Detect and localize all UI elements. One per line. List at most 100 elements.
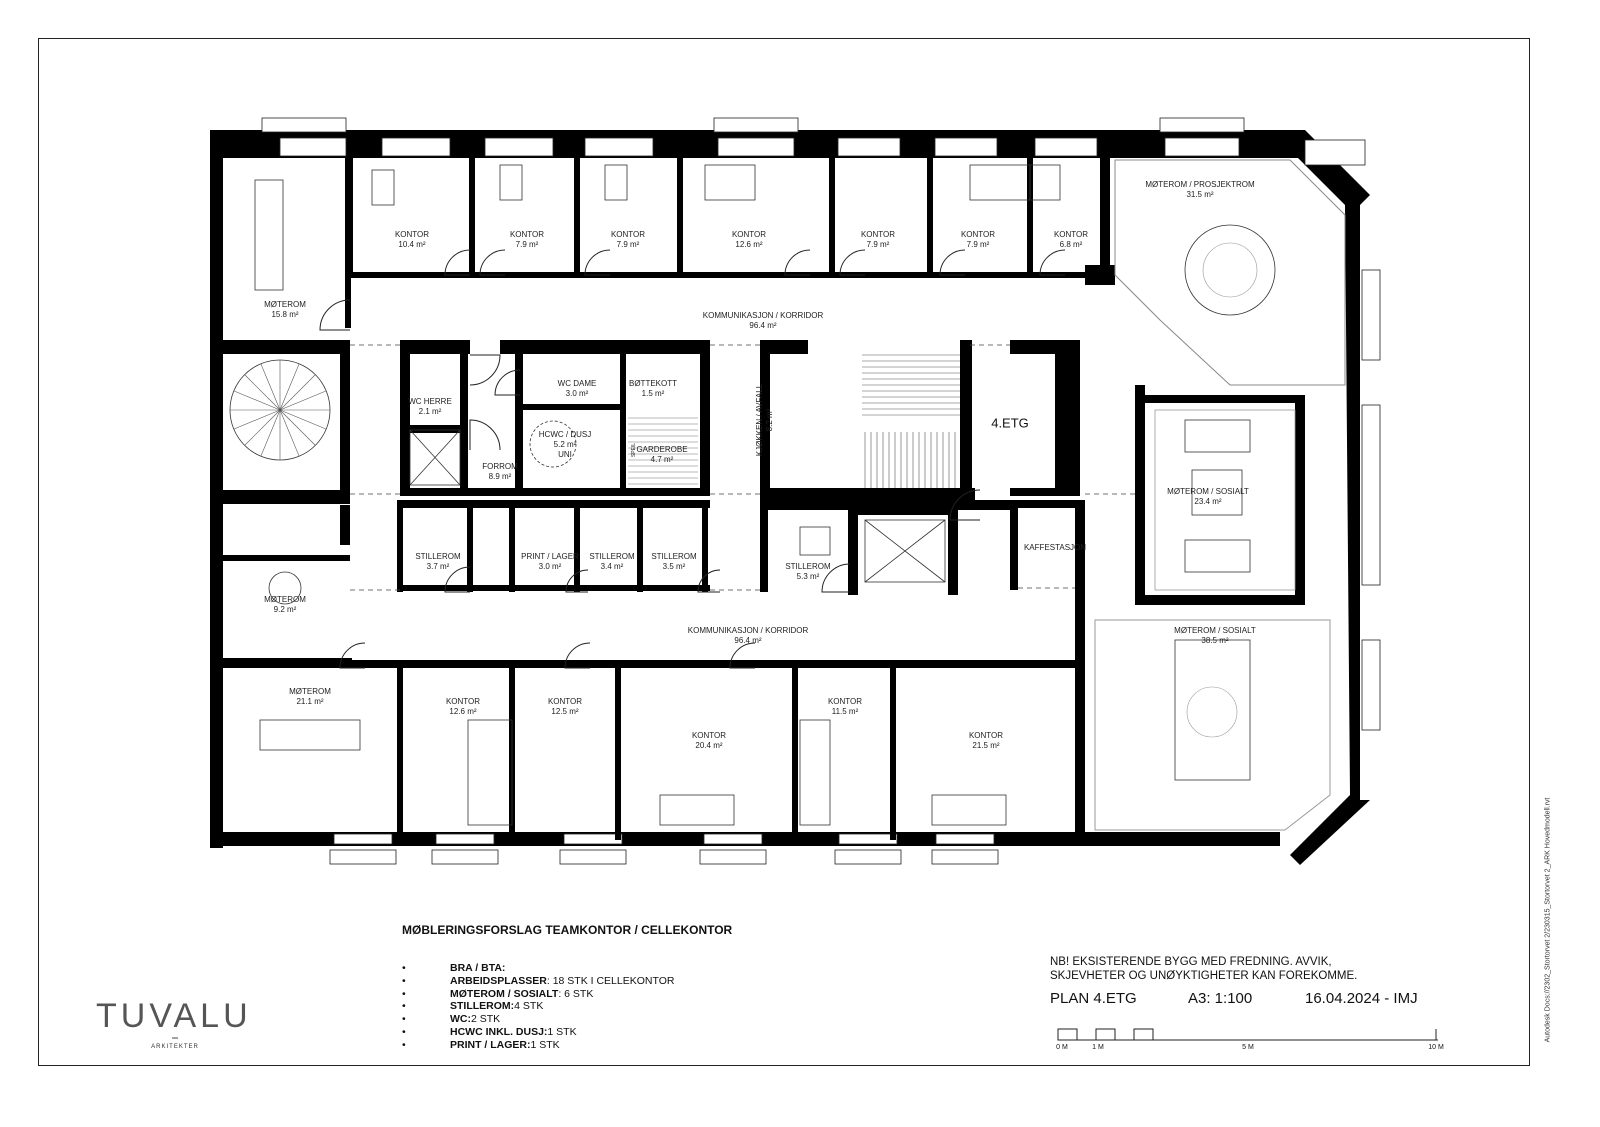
window	[1159, 117, 1245, 133]
room-area: 9.2 m²	[273, 605, 297, 614]
wall	[1080, 832, 1280, 846]
wall	[340, 505, 350, 545]
wall	[620, 354, 626, 494]
room-name: KJØKKEN / AVFALL	[755, 383, 764, 457]
door-swing	[479, 249, 506, 276]
wall	[760, 340, 770, 490]
door-swing	[697, 569, 721, 593]
shaft-cross	[409, 429, 461, 486]
wall	[1010, 500, 1018, 590]
stair-step	[279, 409, 316, 446]
room-name: KONTOR	[394, 230, 430, 239]
summary-item: •MØTEROM / SOSIALT: 6 STK	[402, 988, 674, 1001]
furniture	[409, 429, 461, 486]
room-name: MØTEROM	[264, 300, 306, 309]
room-name: STILLEROM	[785, 562, 831, 571]
wall	[400, 585, 710, 591]
room-area: 7.9 m²	[866, 240, 890, 249]
room-area: 7.9 m²	[966, 240, 990, 249]
window	[934, 137, 998, 157]
room-name: FORROM	[482, 462, 518, 471]
room-name: STILLEROM	[415, 552, 461, 561]
window	[381, 137, 451, 157]
bullet: •	[402, 1000, 406, 1013]
door-swing	[319, 299, 351, 331]
window	[279, 137, 347, 157]
stair-step	[279, 363, 300, 411]
stair-step	[260, 363, 281, 411]
window	[1164, 137, 1240, 157]
furniture	[1184, 419, 1251, 453]
wall	[760, 340, 808, 354]
furniture	[254, 179, 284, 291]
stair-step	[260, 409, 281, 457]
floor-label: 4.ETG	[991, 415, 1029, 431]
wall	[1135, 395, 1300, 403]
room-name: KOMMUNIKASJON / KORRIDOR	[687, 626, 809, 635]
wall	[523, 404, 623, 410]
door-swing	[469, 354, 501, 386]
wall	[345, 158, 351, 328]
room-name: KONTOR	[509, 230, 545, 239]
summary-list: •BRA / BTA: •ARBEIDSPLASSER: 18 STK I CE…	[402, 962, 674, 1052]
mirror-label: SPEIL	[631, 442, 637, 458]
wall	[460, 354, 468, 494]
tuvalu-logo: TUVALU	[96, 997, 252, 1035]
stair-step	[279, 390, 327, 411]
room-name: KONTOR	[691, 731, 727, 740]
room-name: MØTEROM / PROSJEKTROM	[1145, 180, 1255, 189]
door-swing	[949, 489, 981, 521]
window	[1034, 137, 1098, 157]
summary-item: •WC: 2 STK	[402, 1013, 674, 1026]
wall	[677, 158, 683, 275]
room-area: 7.9 m²	[616, 240, 640, 249]
wall	[397, 660, 1080, 668]
door-swing	[784, 249, 811, 276]
wall	[1295, 395, 1305, 600]
wall	[469, 158, 475, 275]
wall	[400, 500, 710, 508]
room-area: 8.9 m²	[488, 472, 512, 481]
room-name: WC HERRE	[408, 397, 452, 406]
door-swing	[584, 249, 611, 276]
room-area: 1.5 m²	[641, 389, 665, 398]
item-value: : 18 STK I CELLEKONTOR	[546, 974, 675, 987]
item-label: STILLEROM:	[450, 1000, 515, 1013]
room-area: 21.5 m²	[972, 741, 1000, 750]
window	[931, 849, 999, 865]
room-name: STILLEROM	[651, 552, 697, 561]
wall	[222, 555, 350, 561]
rug	[1154, 409, 1296, 591]
room-area: 2.1 m²	[418, 407, 442, 416]
room-area: 8.2 m²	[765, 408, 774, 432]
room-area: 3.0 m²	[565, 389, 589, 398]
door-swing	[939, 249, 966, 276]
window	[435, 833, 495, 845]
wall	[1027, 158, 1033, 275]
room-area: 4.7 m²	[650, 455, 674, 464]
item-value: 1 STK	[547, 1025, 577, 1038]
wall	[1135, 385, 1145, 600]
summary-item: •PRINT / LAGER: 1 STK	[402, 1039, 674, 1052]
wall	[1290, 130, 1370, 865]
wall	[1010, 500, 1085, 508]
wall	[1055, 354, 1080, 494]
item-label: PRINT / LAGER:	[450, 1038, 531, 1051]
wall	[1100, 158, 1110, 278]
wall	[210, 130, 223, 848]
room-area: 12.6 m²	[449, 707, 477, 716]
wall	[400, 340, 470, 354]
room-name: MØTEROM / SOSIALT	[1167, 487, 1249, 496]
room-name: KONTOR	[610, 230, 646, 239]
room-name: KONTOR	[1053, 230, 1089, 239]
